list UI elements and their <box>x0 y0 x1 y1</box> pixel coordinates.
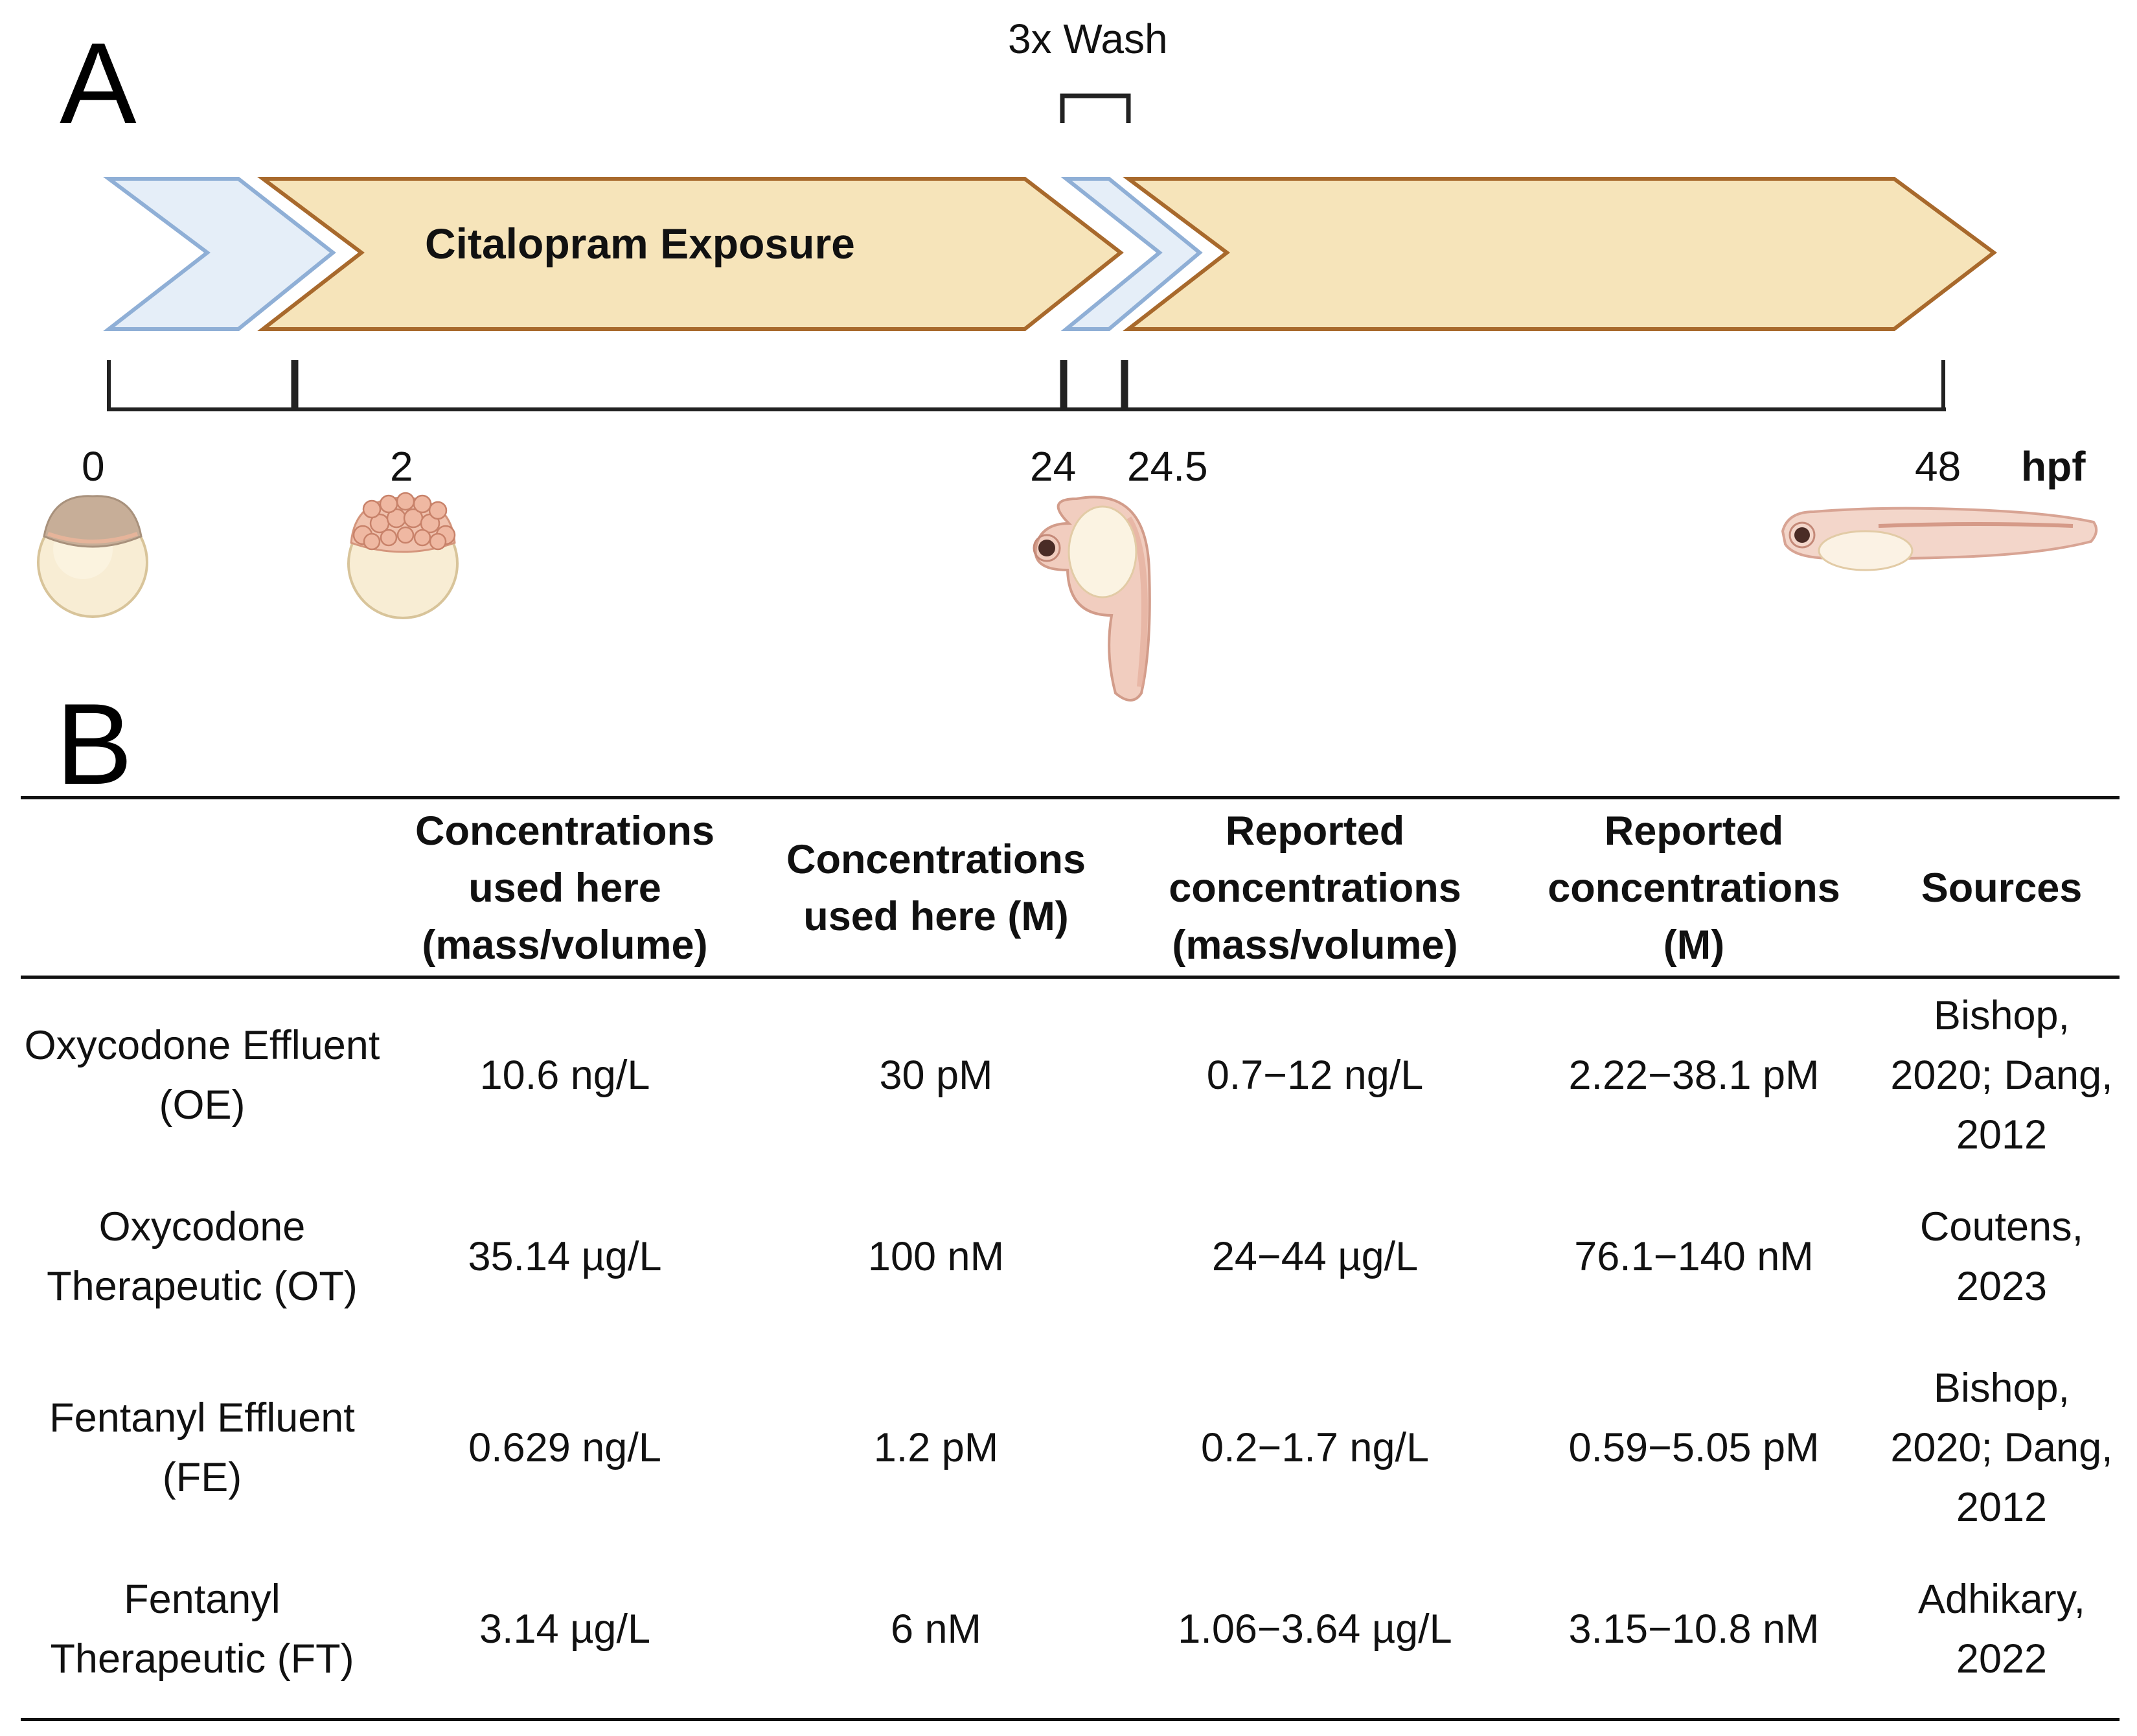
col-header-sources: Sources <box>1921 865 2083 911</box>
cell-conc-mass: 35.14 µg/L <box>468 1234 662 1279</box>
tick-label-0: 0 <box>82 443 105 490</box>
exposure-label: Citalopram Exposure <box>425 220 855 268</box>
cell-conc-molar: 30 pM <box>879 1053 993 1098</box>
tick-label-48: 48 <box>1915 443 1961 490</box>
cell-reported-molar: 2.22−38.1 pM <box>1568 1053 1820 1098</box>
cell-compound: Oxycodone Effluent (OE) <box>24 1023 380 1128</box>
tick-label-24: 24 <box>1030 443 1077 490</box>
cell-reported-molar: 3.15−10.8 nM <box>1568 1606 1820 1652</box>
wash-chevron <box>1060 177 1203 331</box>
wash-bracket <box>1060 93 1131 123</box>
blastula-icon <box>347 492 459 619</box>
tick-label-2: 2 <box>390 443 413 490</box>
tick-label-24-5: 24.5 <box>1127 443 1208 490</box>
cell-reported-mass: 0.7−12 ng/L <box>1206 1053 1424 1098</box>
post-exposure-arrow <box>1123 177 1997 331</box>
cell-sources: Bishop, 2020; Dang, 2012 <box>1890 1365 2113 1530</box>
cell-reported-molar: 0.59−5.05 pM <box>1568 1425 1820 1470</box>
panel-label-a: A <box>60 19 137 148</box>
table-header-rule <box>21 976 2120 979</box>
timeline-diagram <box>37 93 2098 702</box>
cell-reported-mass: 0.2−1.7 ng/L <box>1200 1425 1430 1470</box>
panel-label-b: B <box>56 680 133 808</box>
exposure-arrow <box>257 177 1124 331</box>
pre-exposure-chevron <box>103 177 336 331</box>
larva-48hpf-icon <box>1781 507 2098 571</box>
cell-conc-mass: 3.14 µg/L <box>479 1606 650 1652</box>
cell-conc-mass: 10.6 ng/L <box>479 1053 650 1098</box>
cell-conc-mass: 0.629 ng/L <box>468 1425 661 1470</box>
col-header-compound <box>21 803 383 973</box>
time-unit-label: hpf <box>2021 443 2086 490</box>
cell-conc-molar: 1.2 pM <box>873 1425 999 1470</box>
cell-reported-mass: 24−44 µg/L <box>1211 1234 1419 1279</box>
col-header-reported-mass: Reported concentrations (mass/volume) <box>1169 808 1461 968</box>
zygote-icon <box>37 495 148 618</box>
cell-sources: Coutens, 2023 <box>1919 1204 2084 1309</box>
cell-sources: Adhikary, 2022 <box>1918 1577 2085 1682</box>
table-bottom-rule <box>21 1718 2120 1721</box>
embryo-24hpf-icon <box>1033 496 1151 702</box>
col-header-conc-mass: Concentrations used here (mass/volume) <box>415 808 715 968</box>
cell-conc-molar: 6 nM <box>890 1606 982 1652</box>
cell-reported-molar: 76.1−140 nM <box>1574 1234 1814 1279</box>
cell-conc-molar: 100 nM <box>867 1234 1005 1279</box>
cell-reported-mass: 1.06−3.64 µg/L <box>1178 1606 1452 1652</box>
wash-label: 3x Wash <box>1008 16 1168 62</box>
cell-sources: Bishop, 2020; Dang, 2012 <box>1890 993 2113 1158</box>
cell-compound: Fentanyl Effluent (FE) <box>49 1395 355 1500</box>
cell-compound: Fentanyl Therapeutic (FT) <box>50 1577 354 1682</box>
table-top-rule <box>21 796 2120 799</box>
time-axis <box>107 360 1946 411</box>
cell-compound: Oxycodone Therapeutic (OT) <box>47 1204 358 1309</box>
col-header-reported-molar: Reported concentrations (M) <box>1548 808 1840 968</box>
col-header-conc-molar: Concentrations used here (M) <box>786 837 1086 939</box>
